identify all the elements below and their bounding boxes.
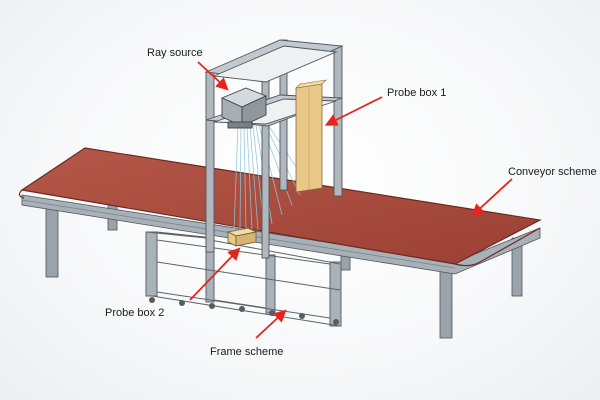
conveyor-scheme-arrow <box>471 178 513 217</box>
probe-box-1-label: Probe box 1 <box>387 87 447 99</box>
probe-box-2-label: Probe box 2 <box>105 307 165 319</box>
frame-scheme-label: Frame scheme <box>210 346 284 358</box>
callout-arrows <box>189 61 513 339</box>
ray-source-box <box>220 87 268 129</box>
conveyor-scheme-label: Conveyor scheme <box>508 166 597 178</box>
frame-scheme-arrow <box>255 309 287 339</box>
probe-box-1-arrow <box>324 96 383 126</box>
conveyor-belt <box>18 147 542 267</box>
probe-box-2 <box>226 227 258 247</box>
ray-source-arrow <box>197 61 229 91</box>
probe-box-1 <box>295 79 327 193</box>
ray-source-label: Ray source <box>147 47 203 59</box>
probe-box-2-arrow <box>189 247 241 301</box>
